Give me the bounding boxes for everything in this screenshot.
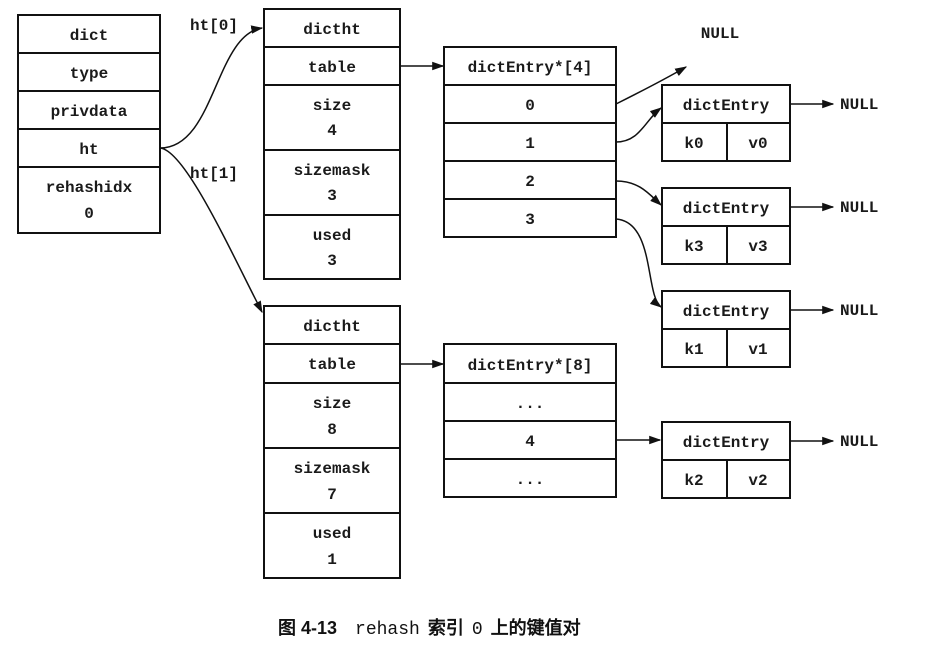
dict-rehashidx-value: 0 [84,205,94,223]
caption-figure-number: 图 4-13 [278,618,337,638]
ht1-array: dictEntry*[8] ... 4 ... [443,343,617,498]
ht0-used-value: 3 [327,252,337,270]
svg-text:图 4-13 rehash 索引: 图 4-13 rehash 索引 0 上的键值对 [278,617,581,640]
entry-key: k0 [684,135,703,153]
entry-key: k2 [684,472,703,490]
dict-rehashidx-label: rehashidx [46,179,133,197]
dict-entry-k1: dictEntry k1 v1 NULL [661,290,878,368]
dict-entry-k0: dictEntry k0 v0 NULL [661,84,878,162]
entry-next-null: NULL [840,199,878,217]
ht0-outline [263,8,401,280]
entry-title: dictEntry [683,303,770,321]
caption-index: 0 [472,620,483,640]
ht1-size-value: 8 [327,421,337,439]
ht1-pointer-label: ht[1] [190,165,238,183]
ht1-size-label: size [313,395,351,413]
ht0-slot: 1 [525,135,535,153]
dict-entry-k2: dictEntry k2 v2 NULL [661,421,878,499]
ht0-table: table [308,59,356,77]
entry-title: dictEntry [683,200,770,218]
entry-next-null: NULL [840,433,878,451]
ht1-sizemask-label: sizemask [294,460,371,478]
ht0-array: dictEntry*[4] 0 1 2 3 [443,46,617,238]
ht0-size-label: size [313,97,351,115]
dict-entry-k3: dictEntry k3 v3 NULL [661,187,878,265]
entry-value: v3 [748,238,767,256]
ht0-pointer-label: ht[0] [190,17,238,35]
ht1-used-value: 1 [327,551,337,569]
ht0-slot: 3 [525,211,535,229]
slot3-arrow [615,218,662,308]
ht0-size-value: 4 [327,122,337,140]
ht0-title: dictht [303,21,361,39]
ht1-dictht: dictht table size 8 sizemask 7 used 1 [263,305,401,579]
entry-key: k1 [684,341,703,359]
entry-title: dictEntry [683,434,770,452]
ht0-array-outline [443,46,617,238]
ht0-array-title: dictEntry*[4] [468,59,593,77]
ht1-sizemask-value: 7 [327,486,337,504]
entry-key: k3 [684,238,703,256]
ht0-used-label: used [313,227,351,245]
ht1-used-label: used [313,525,351,543]
slot2-arrow [615,180,662,206]
entry-value: v2 [748,472,767,490]
figure-caption: 图 4-13 rehash 索引 0 上的键值对 [278,617,581,640]
caption-rehash: rehash [355,620,420,640]
dict-field-type: type [70,65,108,83]
ht0-slot: 0 [525,97,535,115]
dict-field-ht: ht [79,141,98,159]
entry-value: v1 [748,341,767,359]
entry-title: dictEntry [683,97,770,115]
slot1-arrow [615,107,662,143]
ht1-slot: ... [516,471,545,489]
ht1-slot: 4 [525,433,535,451]
ht0-sizemask-label: sizemask [294,162,371,180]
ht1-pointer-arrow [159,147,263,314]
dict-title: dict [70,27,108,45]
entry-next-null: NULL [840,302,878,320]
ht1-title: dictht [303,318,361,336]
caption-text-2: 上的键值对 [491,617,581,638]
ht1-slot: ... [516,395,545,413]
entry-value: v0 [748,135,767,153]
ht0-sizemask-value: 3 [327,187,337,205]
dict-field-privdata: privdata [51,103,128,121]
ht0-slot: 2 [525,173,535,191]
ht0-pointer-arrow [159,25,264,149]
ht1-table: table [308,356,356,374]
slot0-null-arrow [615,66,688,105]
ht1-outline [263,305,401,579]
entry-next-null: NULL [840,96,878,114]
ht1-array-title: dictEntry*[8] [468,357,593,375]
dict-struct: dict type privdata ht rehashidx 0 [17,14,161,234]
slot0-null-label: NULL [701,25,739,43]
caption-text-1: 索引 [428,617,464,638]
ht0-dictht: dictht table size 4 sizemask 3 used 3 [263,8,401,280]
dict-outline [17,14,161,234]
